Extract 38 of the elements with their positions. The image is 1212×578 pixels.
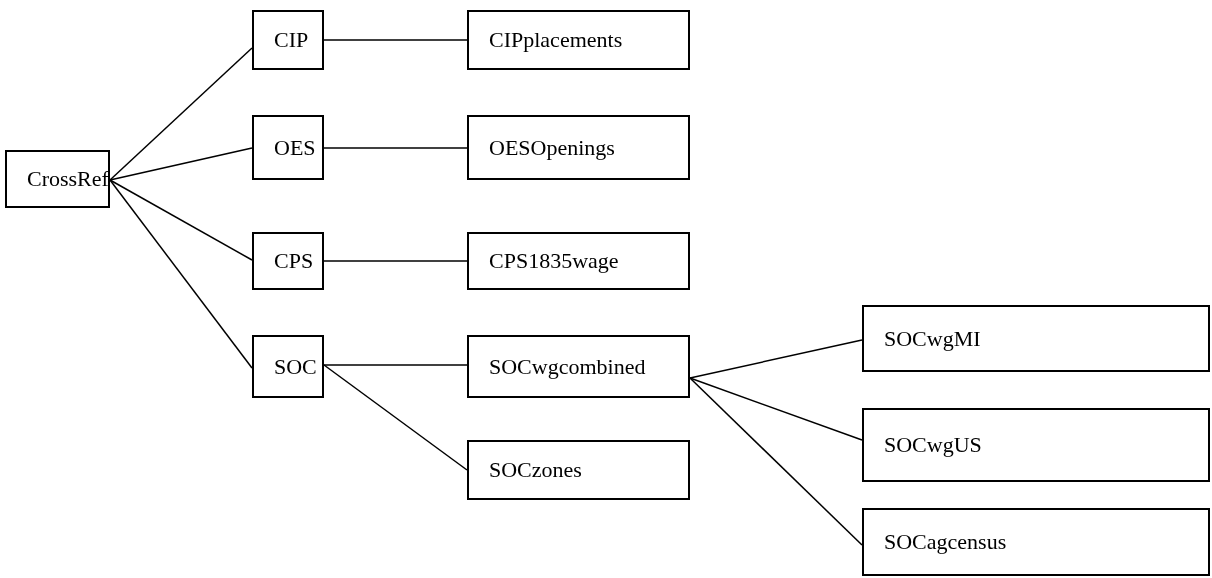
connector-line	[109, 179, 253, 261]
node-label: CIPplacements	[489, 27, 623, 53]
box	[467, 232, 690, 290]
node-label: OESOpenings	[489, 134, 615, 161]
box	[862, 408, 1210, 482]
node-label: SOCwgUS	[884, 432, 982, 458]
node-label: OES	[274, 134, 316, 161]
node-label: SOCagcensus	[884, 529, 1007, 555]
box	[467, 10, 690, 70]
connector-line	[109, 147, 253, 181]
connector-line	[109, 179, 253, 369]
box	[862, 305, 1210, 372]
connector-line	[323, 147, 468, 149]
node-label: CPS1835wage	[489, 248, 619, 274]
box	[467, 335, 690, 398]
node-label: SOCwgMI	[884, 325, 981, 352]
node-label: CIP	[274, 27, 309, 53]
node-label: SOCwgcombined	[489, 353, 646, 380]
connector-line	[109, 47, 253, 181]
box	[5, 150, 110, 208]
node-label: SOC	[274, 353, 317, 380]
connector-line	[323, 364, 468, 471]
node-label: SOCzones	[489, 457, 582, 483]
box	[252, 335, 324, 398]
box	[467, 440, 690, 500]
connector-line	[323, 39, 468, 41]
connector-line	[323, 260, 468, 262]
box	[252, 115, 324, 180]
connector-line	[689, 339, 863, 379]
box	[252, 232, 324, 290]
connector-line	[689, 377, 863, 441]
box	[862, 508, 1210, 576]
node-label: CPS	[274, 248, 314, 274]
box	[467, 115, 690, 180]
box	[252, 10, 324, 70]
connector-line	[689, 377, 863, 546]
connector-line	[323, 364, 468, 366]
node-label: CrossRef	[27, 166, 109, 192]
